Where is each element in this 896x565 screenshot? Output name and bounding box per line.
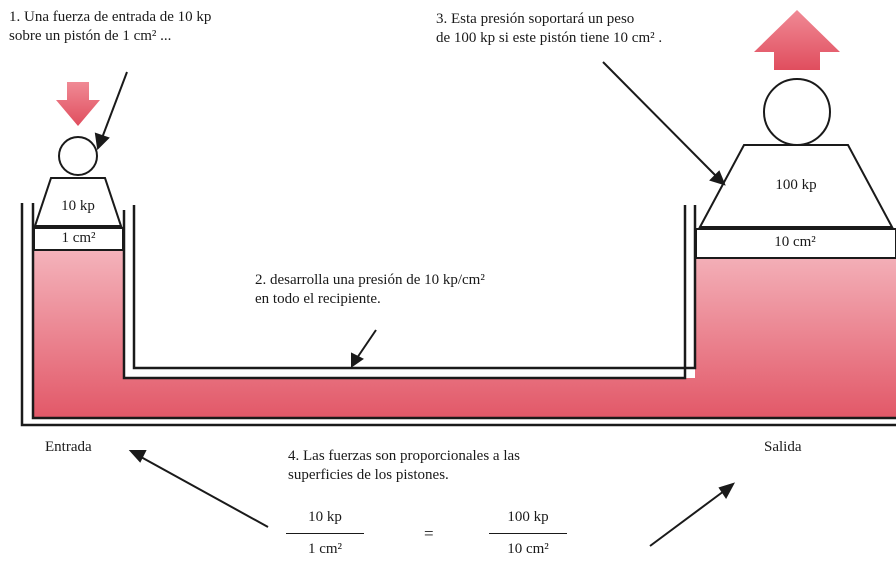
step2-line2: en todo el recipiente. xyxy=(255,291,381,307)
step3-line1: 3. Esta presión soportará un peso xyxy=(436,11,635,27)
step2-caption: 2. desarrolla una presión de 10 kp/cm² e… xyxy=(255,271,485,309)
fraction-bar xyxy=(489,533,567,534)
step1-line2: sobre un pistón de 1 cm² ... xyxy=(9,28,172,44)
equation-right-fraction: 100 kp 10 cm² xyxy=(483,509,573,558)
step4-caption: 4. Las fuerzas son proporcionales a las … xyxy=(288,447,520,485)
hydraulic-fluid xyxy=(33,250,896,418)
step4-line2: superficies de los pistones. xyxy=(288,467,449,483)
output-piston xyxy=(695,228,896,259)
input-side-label: Entrada xyxy=(45,439,92,455)
output-weight xyxy=(698,144,894,228)
pointer-arrows xyxy=(94,61,736,547)
output-weight-label: 100 kp xyxy=(775,177,817,193)
fraction-bar xyxy=(286,533,364,534)
step3-line2: de 100 kp si este pistón tiene 10 cm² . xyxy=(436,30,663,46)
output-area-label: 10 cm² xyxy=(774,234,816,250)
container-walls xyxy=(20,203,896,427)
input-weight-label: 10 kp xyxy=(61,198,95,214)
step3-caption: 3. Esta presión soportará un peso de 100… xyxy=(436,10,662,48)
equation-left-fraction: 10 kp 1 cm² xyxy=(280,509,370,558)
equation-left-numerator: 10 kp xyxy=(308,509,342,525)
equation-left-denominator: 1 cm² xyxy=(307,541,343,557)
output-ball xyxy=(763,78,831,146)
input-piston xyxy=(33,227,124,251)
input-force-arrow xyxy=(56,82,100,126)
input-weight xyxy=(33,177,123,227)
equation-right-denominator: 10 cm² xyxy=(507,541,549,557)
equation-right-numerator: 100 kp xyxy=(507,509,549,525)
input-ball xyxy=(58,136,98,176)
step1-line1: 1. Una fuerza de entrada de 10 kp xyxy=(9,9,212,25)
step2-line1: 2. desarrolla una presión de 10 kp/cm² xyxy=(255,272,485,288)
equation-equals: = xyxy=(424,524,434,543)
step1-caption: 1. Una fuerza de entrada de 10 kp sobre … xyxy=(9,8,211,46)
input-area-label: 1 cm² xyxy=(61,230,96,246)
step4-line1: 4. Las fuerzas son proporcionales a las xyxy=(288,448,521,464)
output-side-label: Salida xyxy=(764,439,802,455)
output-force-arrow xyxy=(754,10,840,70)
